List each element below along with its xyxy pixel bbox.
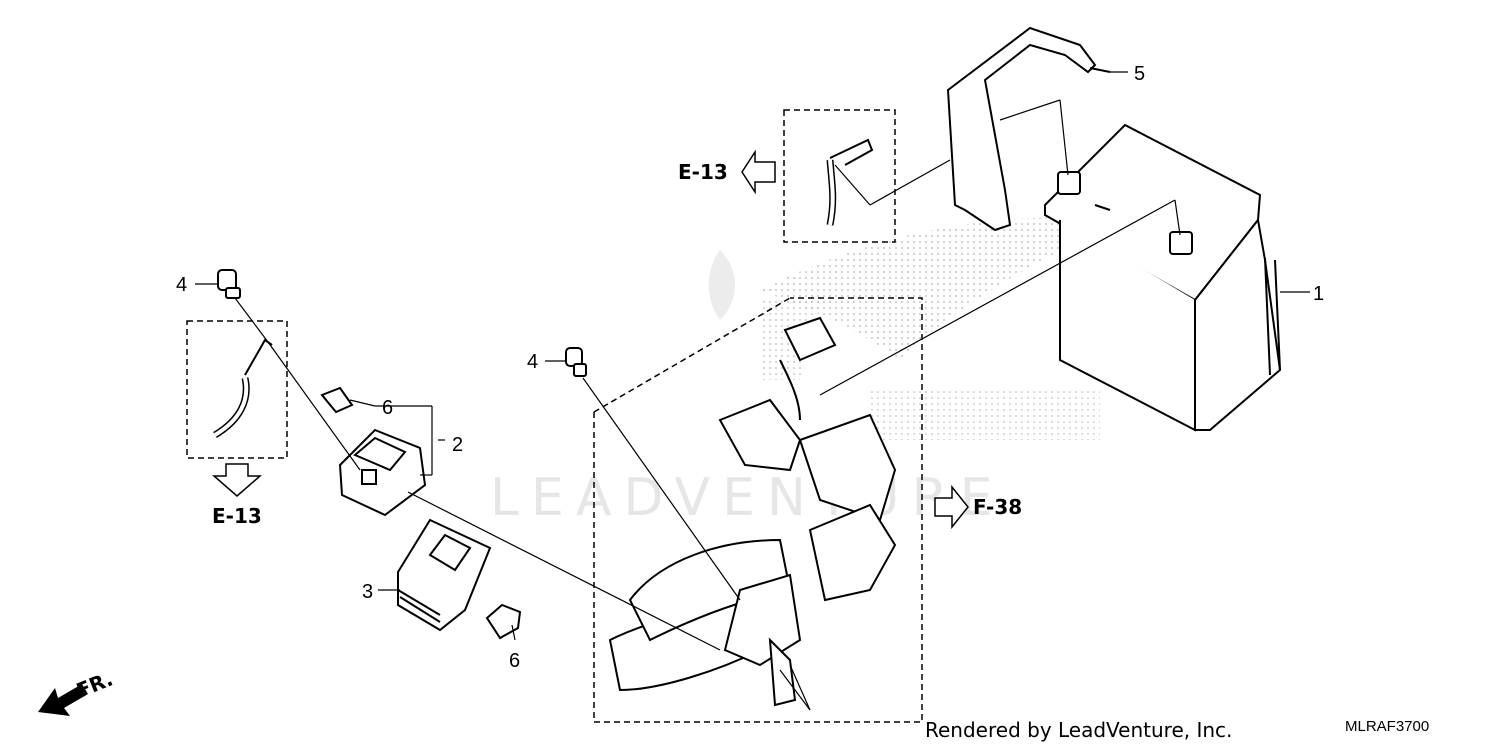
leadventure-watermark: LEADVENTURE: [490, 468, 1005, 528]
starter-relay: [338, 428, 427, 517]
ref-f38: F-38: [973, 495, 1022, 519]
battery-band: [946, 26, 1111, 232]
e13-left-inset: [186, 320, 288, 459]
diagram-code: MLRAF3700: [1345, 718, 1430, 735]
callout-3: 3: [362, 581, 373, 603]
callout-6-upper: 6: [382, 397, 393, 419]
callout-4-left: 4: [176, 274, 187, 296]
leader-lines: [195, 71, 1310, 711]
fuse-lower: [485, 603, 522, 640]
callout-4-center: 4: [527, 351, 538, 373]
callout-1: 1: [1313, 283, 1324, 305]
fuse-box: [397, 518, 492, 632]
e13-top-inset: [783, 109, 896, 243]
honda-watermark: [708, 217, 1120, 440]
render-credit: Rendered by LeadVenture, Inc.: [925, 718, 1233, 742]
fuse-upper: [320, 386, 354, 414]
callout-2: 2: [452, 434, 463, 456]
callout-5: 5: [1134, 63, 1145, 85]
battery: [1044, 123, 1282, 432]
arrow-e13-top: [741, 149, 776, 195]
wire-harness: [608, 316, 897, 707]
bolt-left: [217, 269, 241, 299]
front-label: FR.: [73, 667, 116, 703]
arrow-f38: [934, 484, 969, 530]
bolt-center: [565, 347, 587, 377]
harness-inset: [593, 297, 923, 723]
arrow-e13-left: [211, 463, 263, 497]
callout-6-lower: 6: [509, 650, 520, 672]
ref-e13-top: E-13: [678, 160, 728, 184]
arrow-front: [38, 684, 88, 716]
ref-e13-left: E-13: [212, 504, 262, 528]
